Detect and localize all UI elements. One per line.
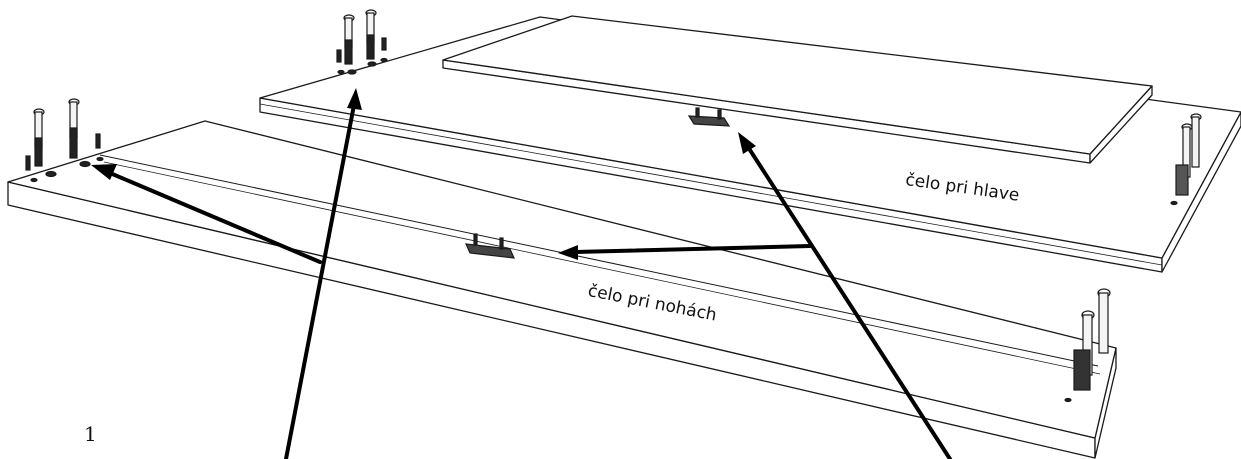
bolt-group-right-upper	[1170, 113, 1202, 206]
arrow-to-left-bolts	[91, 164, 322, 264]
arrow-to-top-bolts	[284, 88, 362, 459]
arrow-to-headboard-bracket	[738, 132, 952, 459]
bolt-group-left	[25, 98, 104, 183]
arrow-to-footboard-bracket	[558, 244, 812, 260]
headboard-upper-board	[442, 15, 1153, 164]
step-number: 1	[84, 422, 97, 446]
footboard-panel	[7, 120, 1117, 459]
bolt-group-right-lower	[1064, 288, 1111, 403]
bracket-footboard	[465, 233, 515, 259]
bracket-headboard	[687, 107, 731, 127]
bolt-group-top	[336, 9, 388, 75]
